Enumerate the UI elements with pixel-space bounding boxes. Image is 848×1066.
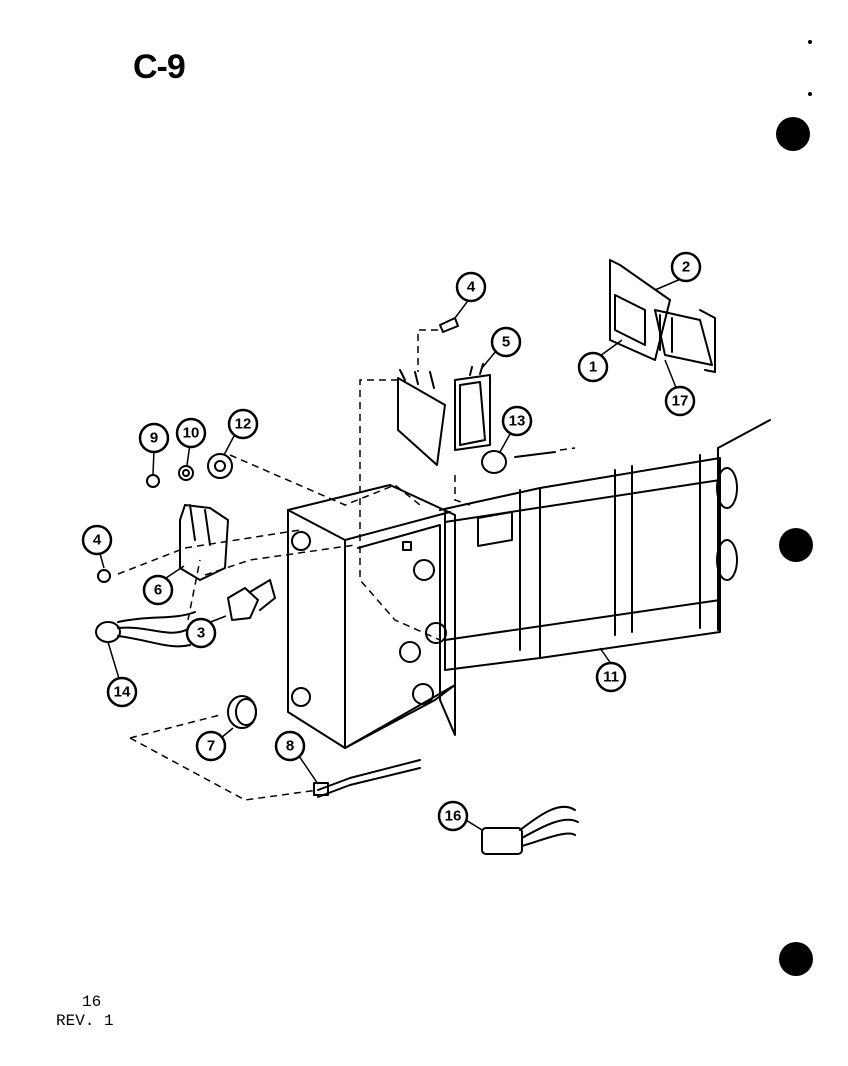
callout-16: 16 [437, 800, 469, 832]
callout-14: 14 [106, 676, 138, 708]
punch-hole-top [776, 117, 810, 151]
scan-speck [808, 92, 812, 96]
svg-text:8: 8 [286, 738, 294, 755]
harness-connector-16 [481, 805, 579, 855]
svg-text:14: 14 [114, 684, 131, 701]
callout-5: 5 [490, 326, 522, 358]
heater-element-frame [439, 419, 771, 671]
revision-label: REV. 1 [56, 1012, 114, 1030]
svg-text:9: 9 [150, 430, 158, 447]
callout-4-top: 4 [455, 271, 487, 303]
callout-13: 13 [501, 405, 533, 437]
callout-11: 11 [595, 661, 627, 693]
punch-hole-middle [779, 528, 813, 562]
callout-1: 1 [577, 351, 609, 383]
callout-8: 8 [274, 730, 306, 762]
page-title: C-9 [133, 48, 186, 86]
callout-7: 7 [195, 730, 227, 762]
punch-hole-bottom [779, 942, 813, 976]
scan-speck [808, 40, 812, 44]
callout-9: 9 [138, 422, 170, 454]
callout-10: 10 [175, 417, 207, 449]
callout-12: 12 [227, 408, 259, 440]
page-number: 16 [82, 993, 102, 1011]
svg-text:1: 1 [589, 359, 597, 376]
svg-text:7: 7 [207, 738, 215, 755]
svg-text:13: 13 [509, 413, 526, 430]
svg-text:4: 4 [93, 532, 102, 549]
callout-3: 3 [185, 617, 217, 649]
switch-part-3 [227, 579, 276, 621]
small-hardware [97, 317, 556, 583]
contactor-assembly [609, 259, 716, 373]
svg-text:16: 16 [445, 808, 462, 825]
cord-part-8 [313, 759, 421, 798]
relay-part [397, 363, 491, 466]
knob-part-7 [227, 695, 257, 729]
control-box-housing [287, 484, 456, 749]
callout-6: 6 [142, 574, 174, 606]
svg-text:2: 2 [682, 259, 690, 276]
callout-4-left: 4 [81, 524, 113, 556]
svg-text:4: 4 [467, 279, 476, 296]
callouts: 1 2 3 4 4 5 6 7 [81, 251, 702, 832]
svg-text:17: 17 [672, 393, 689, 410]
svg-text:6: 6 [154, 582, 162, 599]
svg-text:10: 10 [183, 425, 200, 442]
svg-text:12: 12 [235, 416, 252, 433]
svg-text:3: 3 [197, 625, 205, 642]
harness-part-14 [95, 611, 196, 648]
svg-text:5: 5 [502, 334, 510, 351]
svg-text:11: 11 [603, 669, 619, 686]
callout-17: 17 [664, 385, 696, 417]
callout-2: 2 [670, 251, 702, 283]
alignment-lines [117, 329, 576, 801]
thermostat-part-6 [179, 504, 229, 581]
